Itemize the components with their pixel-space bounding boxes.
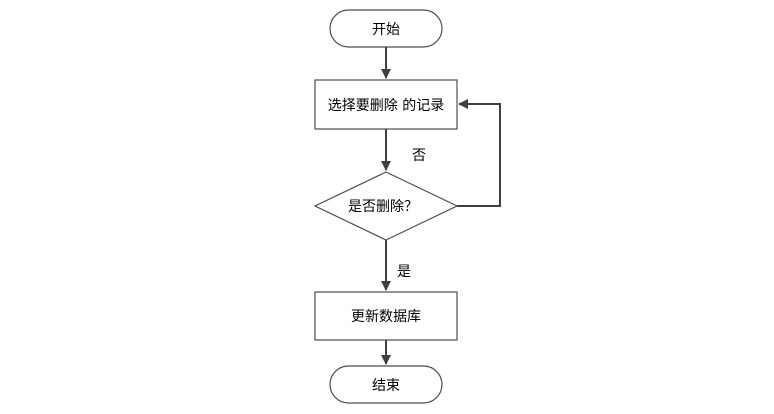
edge-label-no: 否 [412, 148, 426, 164]
decision-node: 是否删除？ [313, 171, 459, 241]
select-record-node: 选择要删除 的记录 [314, 79, 458, 130]
update-database-label: 更新数据库 [351, 309, 421, 325]
end-node: 结束 [329, 365, 443, 404]
start-node: 开始 [329, 9, 443, 48]
start-node-label: 开始 [372, 22, 400, 38]
arrow-decision-loop-back [457, 99, 501, 207]
decision-label: 是否删除？ [348, 199, 418, 215]
end-node-label: 结束 [372, 378, 400, 394]
select-record-label: 选择要删除 的记录 [328, 98, 444, 114]
update-database-node: 更新数据库 [314, 291, 458, 341]
edge-label-yes: 是 [397, 264, 411, 280]
